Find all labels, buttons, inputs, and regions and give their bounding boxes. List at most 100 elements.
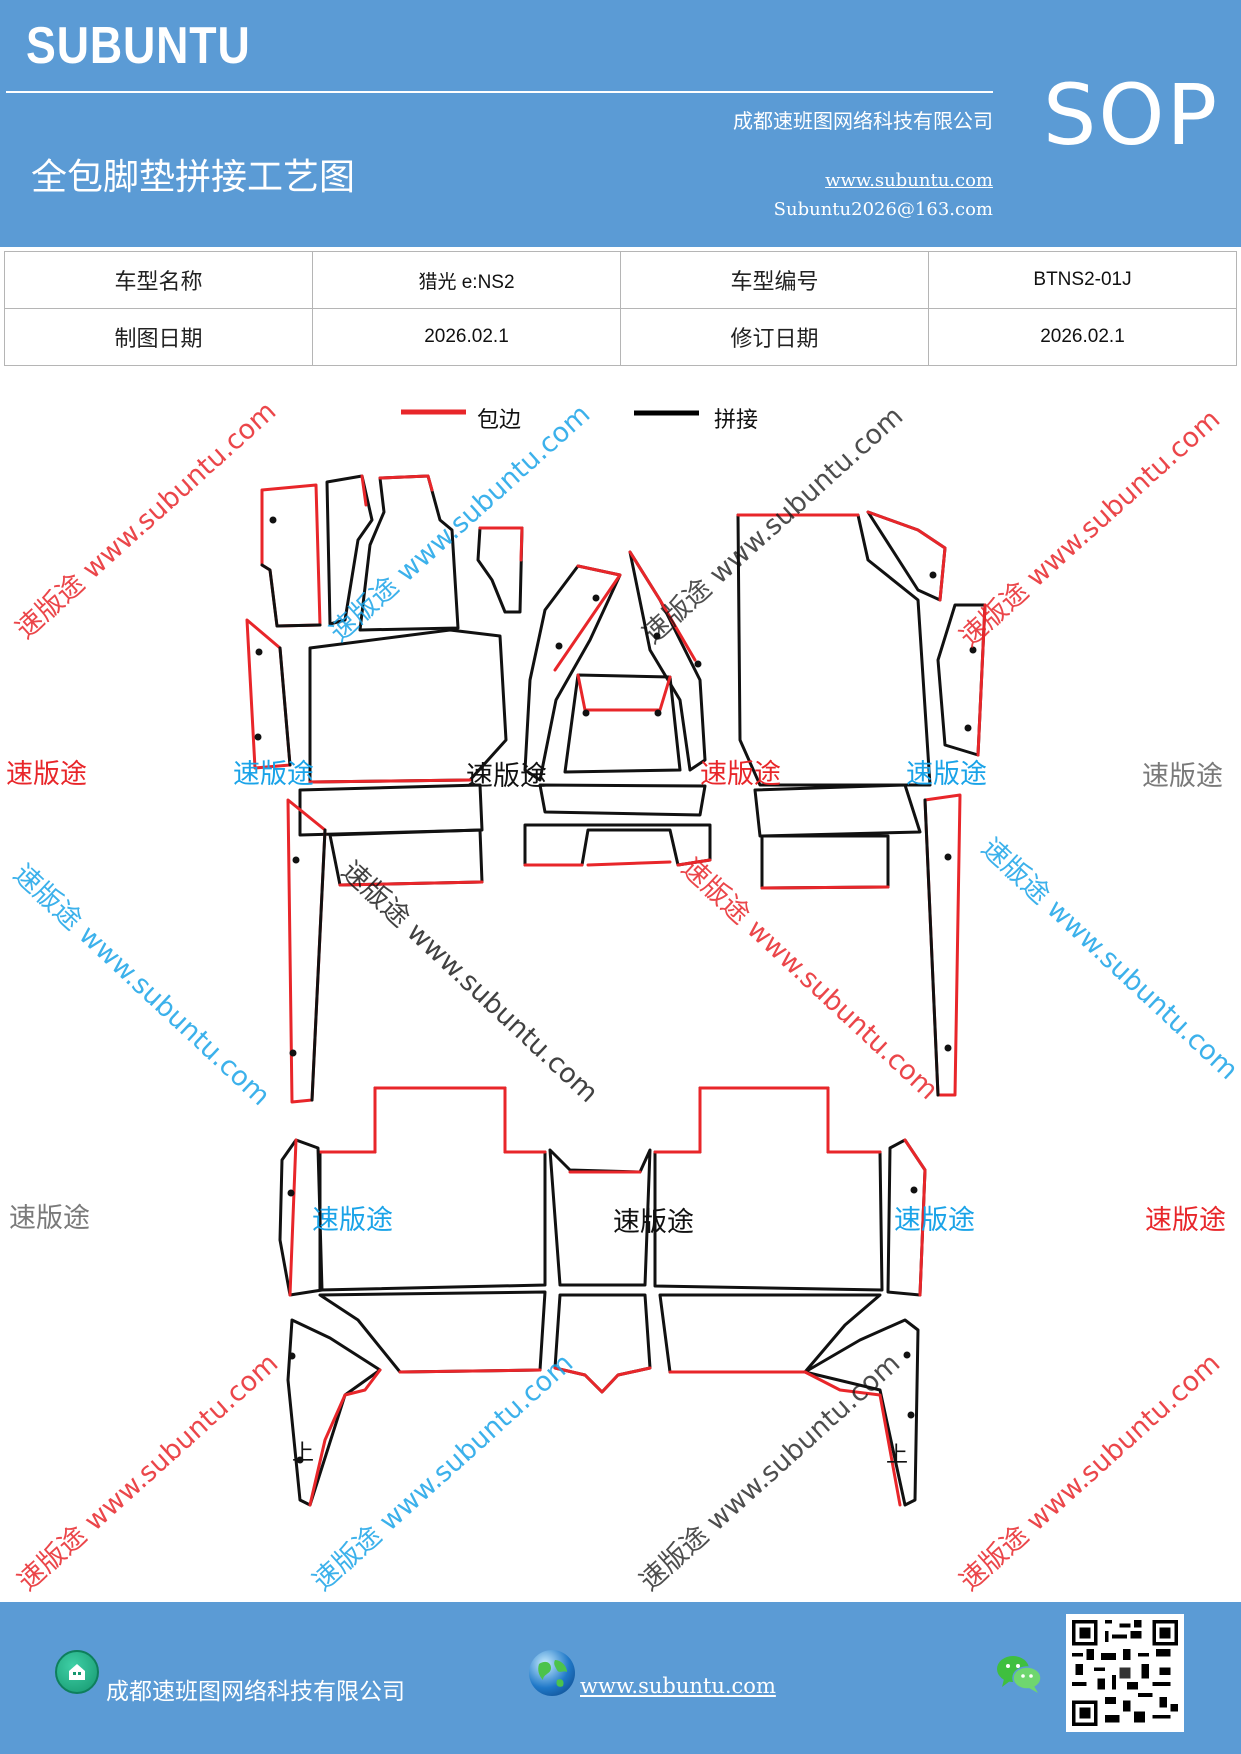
mat-piece xyxy=(538,783,707,817)
info-row: 车型名称 猎光 e:NS2 车型编号 BTNS2-01J xyxy=(4,251,1237,309)
draw-date-value: 2026.02.1 xyxy=(312,308,621,366)
mat-piece xyxy=(286,1318,382,1507)
floor-mat-drawing: 包边 拼接 xyxy=(6,396,1241,1597)
mat-piece xyxy=(548,1148,652,1287)
front-right-mat-group xyxy=(736,510,987,890)
header-divider xyxy=(6,91,993,93)
mat-piece xyxy=(553,1366,652,1394)
mat-piece xyxy=(803,1318,920,1507)
model-code-label: 车型编号 xyxy=(620,251,929,309)
info-row: 制图日期 2026.02.1 修订日期 2026.02.1 xyxy=(4,308,1237,366)
header-website-link[interactable]: www.subuntu.com xyxy=(825,170,993,191)
mat-piece xyxy=(553,564,622,672)
mat-piece xyxy=(976,603,987,757)
fastener-dot xyxy=(292,856,300,864)
mat-piece xyxy=(753,783,922,838)
mat-piece xyxy=(288,1138,298,1297)
mat-piece xyxy=(308,1368,382,1507)
center-tunnel-group xyxy=(523,550,712,867)
mat-piece xyxy=(760,834,890,890)
watermark-text: 速版途 xyxy=(9,1203,90,1234)
model-name-label: 车型名称 xyxy=(4,251,313,309)
rear-center-mat-group xyxy=(548,1148,652,1394)
fastener-dot xyxy=(929,571,937,579)
watermark-text: 速版途 xyxy=(906,759,987,790)
watermark-text: 速版途 www.subuntu.com xyxy=(10,396,282,645)
wechat-icon xyxy=(996,1653,1042,1699)
mat-piece xyxy=(338,880,484,887)
mat-piece xyxy=(318,1086,547,1154)
mat-piece xyxy=(576,673,672,712)
mat-piece xyxy=(478,526,524,562)
watermark-text: 速版途 www.subuntu.com xyxy=(7,858,276,1111)
fastener-dot xyxy=(255,648,263,656)
footer-website-link[interactable]: www.subuntu.com xyxy=(580,1674,776,1698)
watermark-text: 速版途 xyxy=(233,759,314,790)
model-name-value: 猎光 e:NS2 xyxy=(312,251,621,309)
fastener-dot xyxy=(654,709,662,717)
fastener-dot xyxy=(269,516,277,524)
watermark-text: 速版途 xyxy=(312,1205,393,1236)
fastener-dot xyxy=(694,660,702,668)
globe-icon xyxy=(529,1650,575,1696)
up-mark-left: 上 xyxy=(292,1441,314,1466)
mat-piece xyxy=(523,564,622,782)
mat-piece xyxy=(760,885,890,890)
mat-piece xyxy=(310,828,327,1102)
mat-piece xyxy=(653,1086,882,1154)
watermark-text: 速版途 xyxy=(1145,1205,1226,1236)
legend-edge-label: 包边 xyxy=(477,408,521,433)
watermark-text: 速版途 www.subuntu.com xyxy=(324,399,596,648)
footer-banner: 成都速班图网络科技有限公司 www.subuntu.com xyxy=(0,1602,1241,1754)
fastener-dot xyxy=(592,594,600,602)
fastener-dot xyxy=(289,1049,297,1057)
up-mark-right: 上 xyxy=(886,1443,908,1468)
sop-badge: SOP xyxy=(1043,66,1220,164)
mat-piece xyxy=(360,474,368,507)
header-company: 成都速班图网络科技有限公司 xyxy=(733,109,993,133)
mat-piece xyxy=(628,550,697,662)
watermark-text: 速版途 xyxy=(6,759,87,790)
fastener-dot xyxy=(287,1189,295,1197)
mat-piece xyxy=(318,1086,547,1292)
fastener-dot xyxy=(555,642,563,650)
rear-left-mat-group xyxy=(278,1086,547,1507)
mat-piece xyxy=(936,603,987,757)
watermark-text: 速版途 xyxy=(1142,761,1223,792)
fastener-dot xyxy=(944,1044,952,1052)
mat-piece xyxy=(260,483,322,628)
mat-piece xyxy=(398,1368,542,1374)
rear-right-mat-group xyxy=(653,1086,927,1507)
mat-piece xyxy=(658,1293,882,1374)
mat-piece xyxy=(923,798,940,1097)
watermark-text: 速版途 www.subuntu.com xyxy=(335,855,604,1108)
vehicle-info-table: 车型名称 猎光 e:NS2 车型编号 BTNS2-01J 制图日期 2026.0… xyxy=(4,251,1237,366)
home-icon xyxy=(55,1650,99,1694)
mat-piece xyxy=(308,628,508,784)
header-email: Subuntu2026@163.com xyxy=(773,199,993,220)
mat-piece xyxy=(308,778,472,784)
fastener-dot xyxy=(582,709,590,717)
mat-piece xyxy=(563,673,682,774)
legend-joint-label: 拼接 xyxy=(714,408,758,433)
mat-piece xyxy=(523,823,712,867)
watermark-text: 速版途 xyxy=(700,759,781,790)
mat-piece xyxy=(736,513,932,787)
watermark-text: 速版途 www.subuntu.com xyxy=(975,832,1241,1085)
document-title: 全包脚垫拼接工艺图 xyxy=(31,157,356,198)
qr-code xyxy=(1066,1614,1184,1732)
fastener-dot xyxy=(903,1351,911,1359)
revision-date-label: 修订日期 xyxy=(620,308,929,366)
watermark-diagonal-down-group: 速版途 www.subuntu.com 速版途 www.subuntu.com … xyxy=(7,832,1241,1111)
watermark-text: 速版途 www.subuntu.com xyxy=(637,401,909,650)
fastener-dot xyxy=(653,632,661,640)
watermark-text: 速版途 www.subuntu.com xyxy=(307,1348,579,1597)
mat-piece xyxy=(903,1138,927,1297)
fastener-dot xyxy=(296,1456,304,1464)
front-left-mat-group xyxy=(245,474,524,887)
fastener-dot xyxy=(944,853,952,861)
mat-piece xyxy=(260,563,322,628)
fastener-dot xyxy=(254,733,262,741)
watermark-text: 速版途 xyxy=(894,1205,975,1236)
header-banner: SUBUNTU 成都速班图网络科技有限公司 全包脚垫拼接工艺图 www.subu… xyxy=(0,0,1241,247)
